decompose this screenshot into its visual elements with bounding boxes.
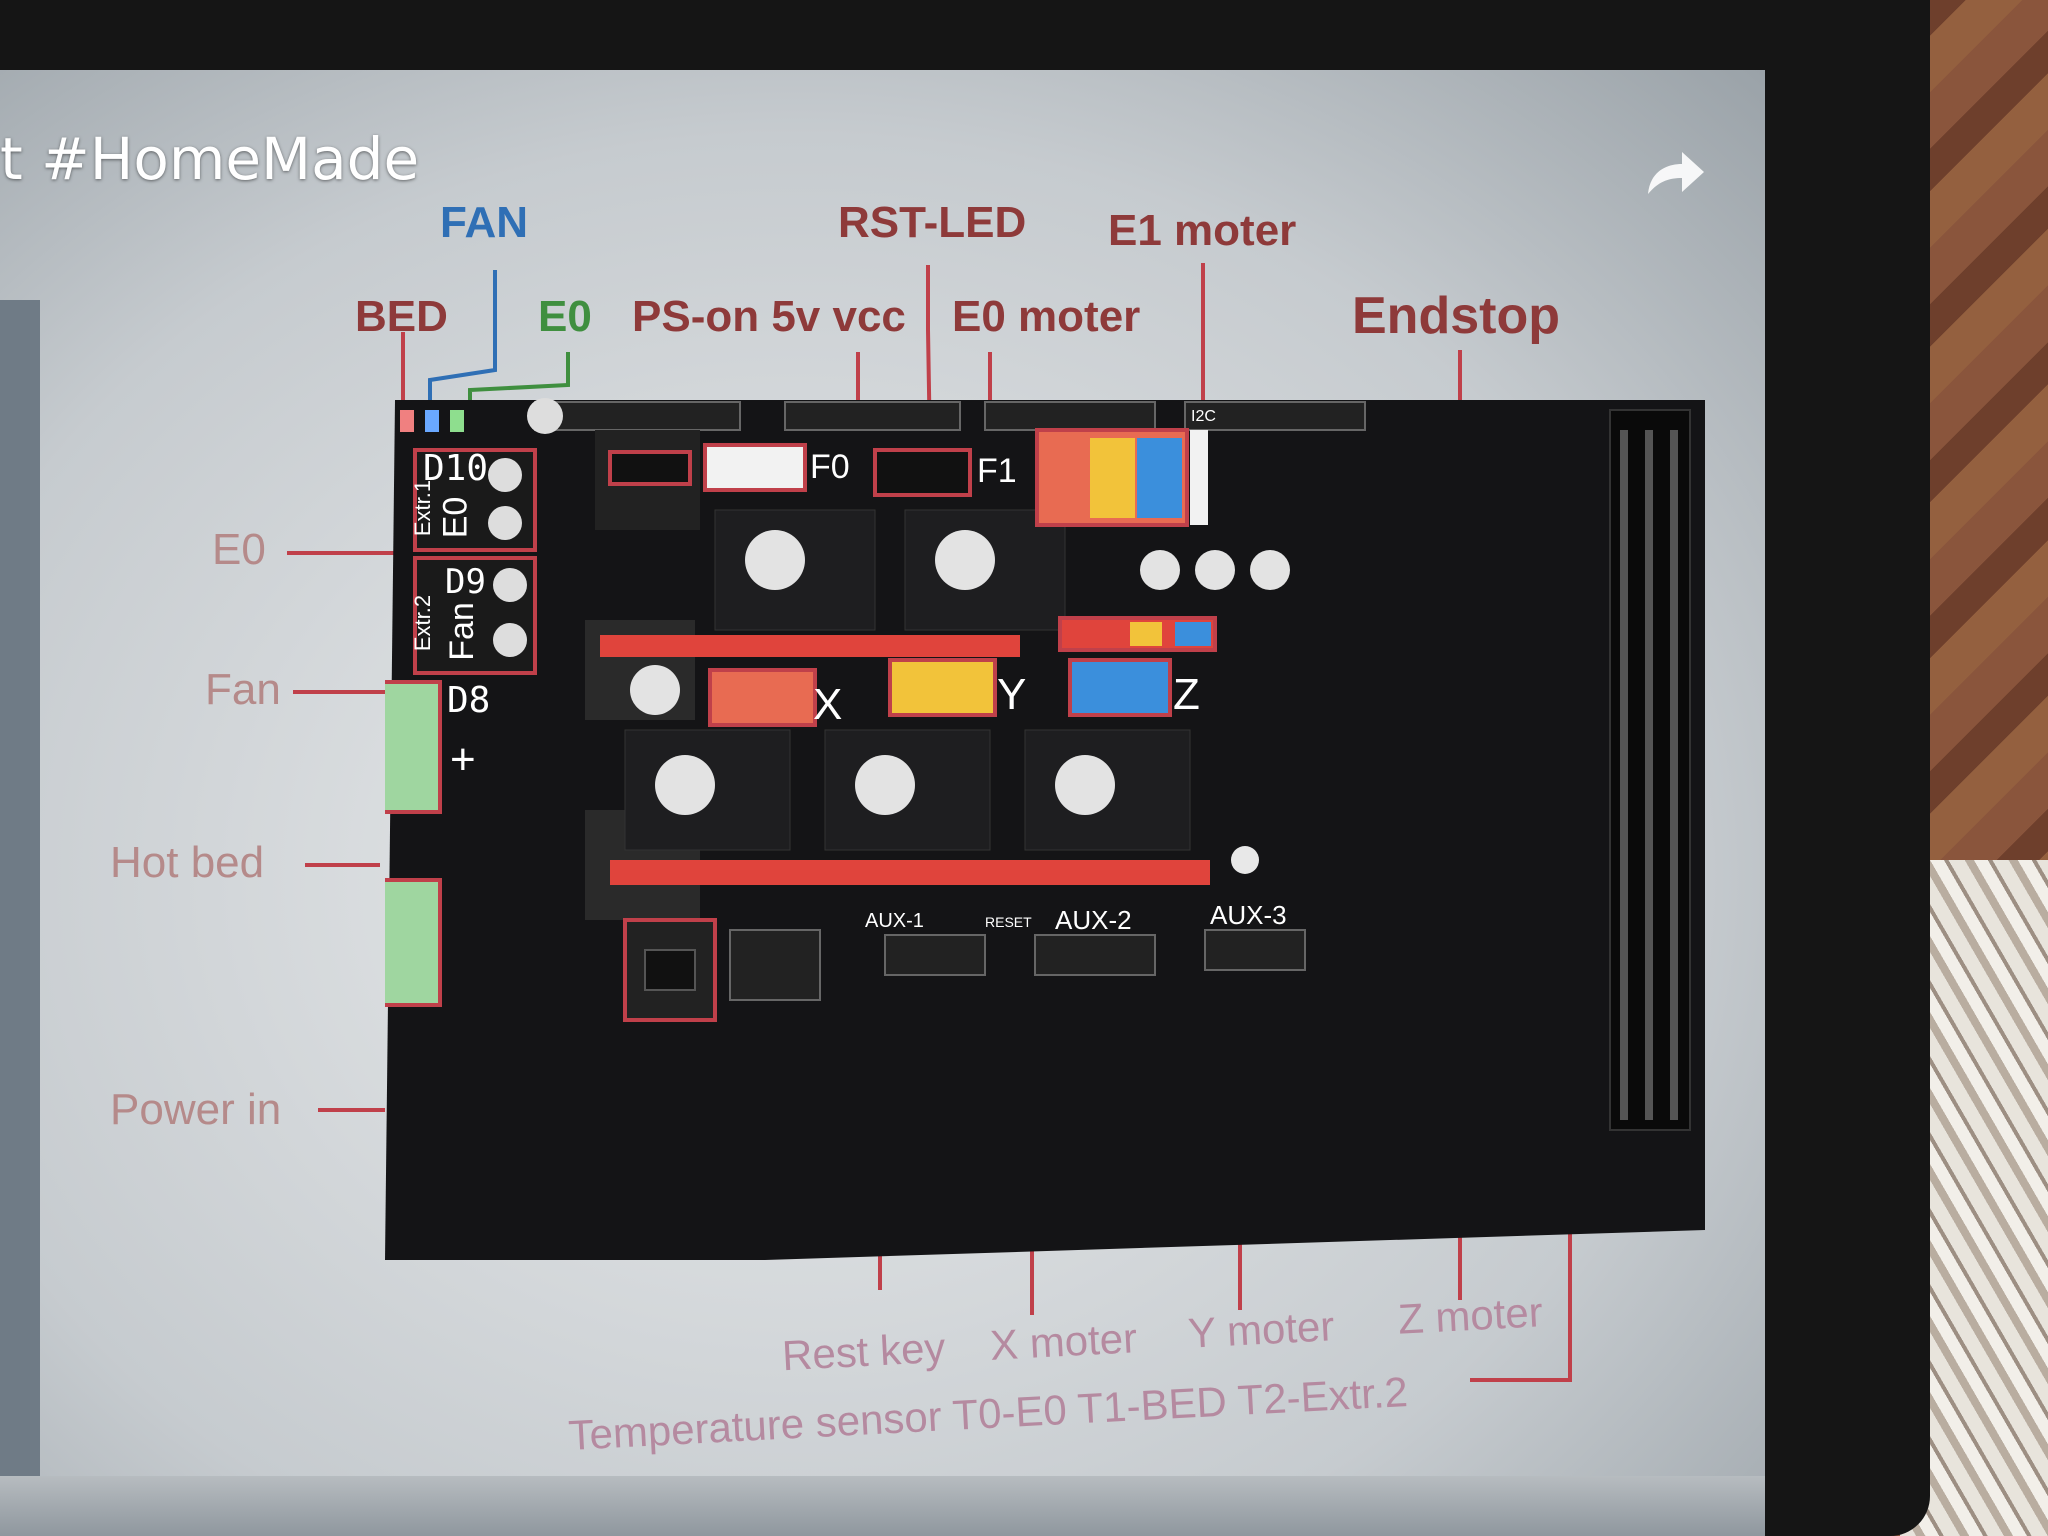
silk-fan: Fan (443, 602, 482, 661)
ps-on-label: PS-on 5v vcc (632, 292, 906, 342)
y-motor-label: Y moter (1187, 1302, 1336, 1358)
e0-side-label: E0 (212, 525, 266, 575)
silk-z: Z (1173, 670, 1200, 720)
silk-f0: F0 (810, 448, 850, 487)
silk-plus: + (450, 735, 476, 785)
z-motor-label: Z moter (1397, 1288, 1544, 1344)
board-drawing (385, 390, 1710, 1260)
silk-x: X (813, 680, 842, 730)
bed-label: BED (355, 292, 448, 342)
laptop-screen: t #HomeMade (0, 70, 1765, 1536)
silk-e0: E0 (436, 497, 475, 539)
e0-top-label: E0 (538, 292, 592, 342)
silk-d8: D8 (447, 680, 490, 721)
silk-extr2: Extr.2 (410, 595, 436, 651)
rest-key-label: Rest key (781, 1324, 947, 1380)
x-motor-label: X moter (989, 1314, 1138, 1370)
silk-reset: RESET (985, 914, 1032, 930)
fan-side-label: Fan (205, 665, 281, 715)
e1-motor-label: E1 moter (1108, 206, 1296, 256)
silk-aux2: AUX-2 (1055, 905, 1132, 936)
power-in-label: Power in (110, 1085, 281, 1135)
laptop-bezel: t #HomeMade (0, 0, 1930, 1536)
e0-motor-label: E0 moter (952, 292, 1140, 342)
control-board: D10 Extr.1 E0 D9 Extr.2 Fan D8 + X Y Z F… (385, 390, 1710, 1260)
silk-aux3: AUX-3 (1210, 900, 1287, 931)
endstop-label: Endstop (1352, 286, 1560, 346)
silk-d9: D9 (445, 562, 486, 602)
silk-i2c: I2C (1191, 408, 1216, 426)
silk-aux1: AUX-1 (865, 910, 924, 933)
hot-bed-label: Hot bed (110, 838, 264, 888)
silk-f1: F1 (977, 452, 1017, 491)
silk-extr1: Extr.1 (410, 480, 436, 536)
silk-y: Y (997, 670, 1026, 720)
fan-label: FAN (440, 198, 528, 248)
rst-led-label: RST-LED (838, 198, 1026, 248)
